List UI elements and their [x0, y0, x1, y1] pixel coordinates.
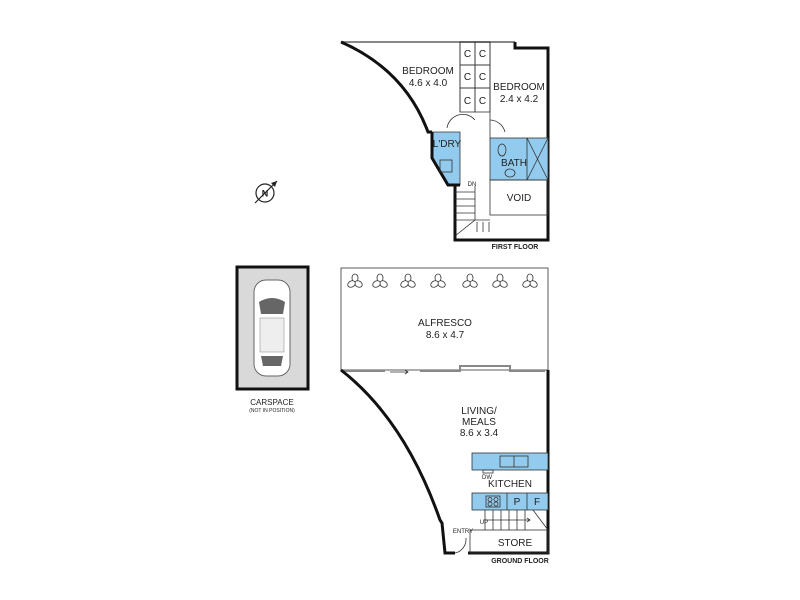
plant-icon	[430, 273, 446, 288]
alfresco-name: ALFRESCO	[418, 318, 472, 329]
ground-floor-caption: GROUND FLOOR	[491, 558, 549, 565]
carspace: CARSPACE (NOT IN POSITION)	[235, 265, 310, 414]
cooktop-icon	[485, 495, 501, 508]
ground-floor-stairs	[484, 509, 549, 531]
car-icon	[253, 279, 291, 377]
plant-icon	[522, 273, 538, 288]
dishwasher-label: DW	[482, 475, 492, 481]
bath-label: BATH	[501, 158, 527, 169]
first-floor-stairs	[454, 186, 490, 237]
entry-label: ENTRY	[453, 529, 473, 535]
kitchen-bench-sink	[471, 452, 549, 471]
alfresco-size: 8.6 x 4.7	[426, 330, 465, 341]
void-area	[489, 179, 549, 216]
living-name-line2: MEALS	[462, 417, 496, 428]
closets: C C C C C C	[459, 41, 491, 113]
toilet-icon	[497, 143, 507, 157]
bedroom1-name: BEDROOM	[402, 66, 454, 77]
ground-floor: LIVING/ MEALS 8.6 x 3.4 DW KITCHEN P F U…	[340, 365, 550, 565]
sliding-doors	[343, 365, 545, 372]
first-floor-curved-wall	[340, 40, 432, 134]
alfresco: ALFRESCO 8.6 x 4.7	[340, 267, 549, 371]
closet-label: C	[479, 49, 486, 60]
void-label: VOID	[507, 193, 531, 204]
store-label: STORE	[498, 538, 533, 549]
plants-row	[347, 273, 538, 288]
plant-icon	[492, 273, 508, 288]
stairs-up-label: UP	[480, 520, 488, 526]
dishwasher-icon	[482, 469, 494, 474]
first-floor-caption: FIRST FLOOR	[492, 244, 539, 251]
living-name-line1: LIVING/	[461, 406, 497, 417]
closet-label: C	[464, 49, 471, 60]
plant-icon	[372, 273, 388, 288]
north-compass: N	[254, 180, 278, 204]
carspace-note: (NOT IN POSITION)	[249, 408, 295, 414]
bedroom2-name: BEDROOM	[493, 82, 545, 93]
basin-icon	[504, 168, 516, 178]
plant-icon	[462, 273, 478, 288]
first-floor: C C C C C C BEDROOM 4.6 x 4.0 BEDROOM 2.…	[340, 40, 550, 251]
bedroom1-size: 4.6 x 4.0	[409, 78, 448, 89]
laundry-label: L'DRY	[433, 139, 462, 150]
closet-label: C	[479, 96, 486, 107]
plant-icon	[400, 273, 416, 288]
closet-label: C	[479, 72, 486, 83]
stairs-down-label: DN	[468, 182, 477, 188]
entry-door-swing	[454, 537, 467, 554]
door-swings	[446, 113, 506, 133]
bedroom2-size: 2.4 x 4.2	[500, 94, 539, 105]
shower-icon	[526, 137, 549, 181]
pantry-label: P	[514, 497, 521, 508]
laundry-tub-icon	[439, 159, 453, 173]
living-size: 8.6 x 3.4	[460, 428, 499, 439]
kitchen-label: KITCHEN	[488, 479, 532, 490]
store-area	[469, 529, 549, 554]
slide-arrow	[390, 369, 409, 375]
closet-label: C	[464, 96, 471, 107]
carspace-name: CARSPACE	[250, 398, 293, 407]
closet-label: C	[464, 72, 471, 83]
fridge-label: F	[534, 497, 540, 508]
compass-label: N	[262, 189, 269, 199]
plant-icon	[347, 273, 363, 288]
